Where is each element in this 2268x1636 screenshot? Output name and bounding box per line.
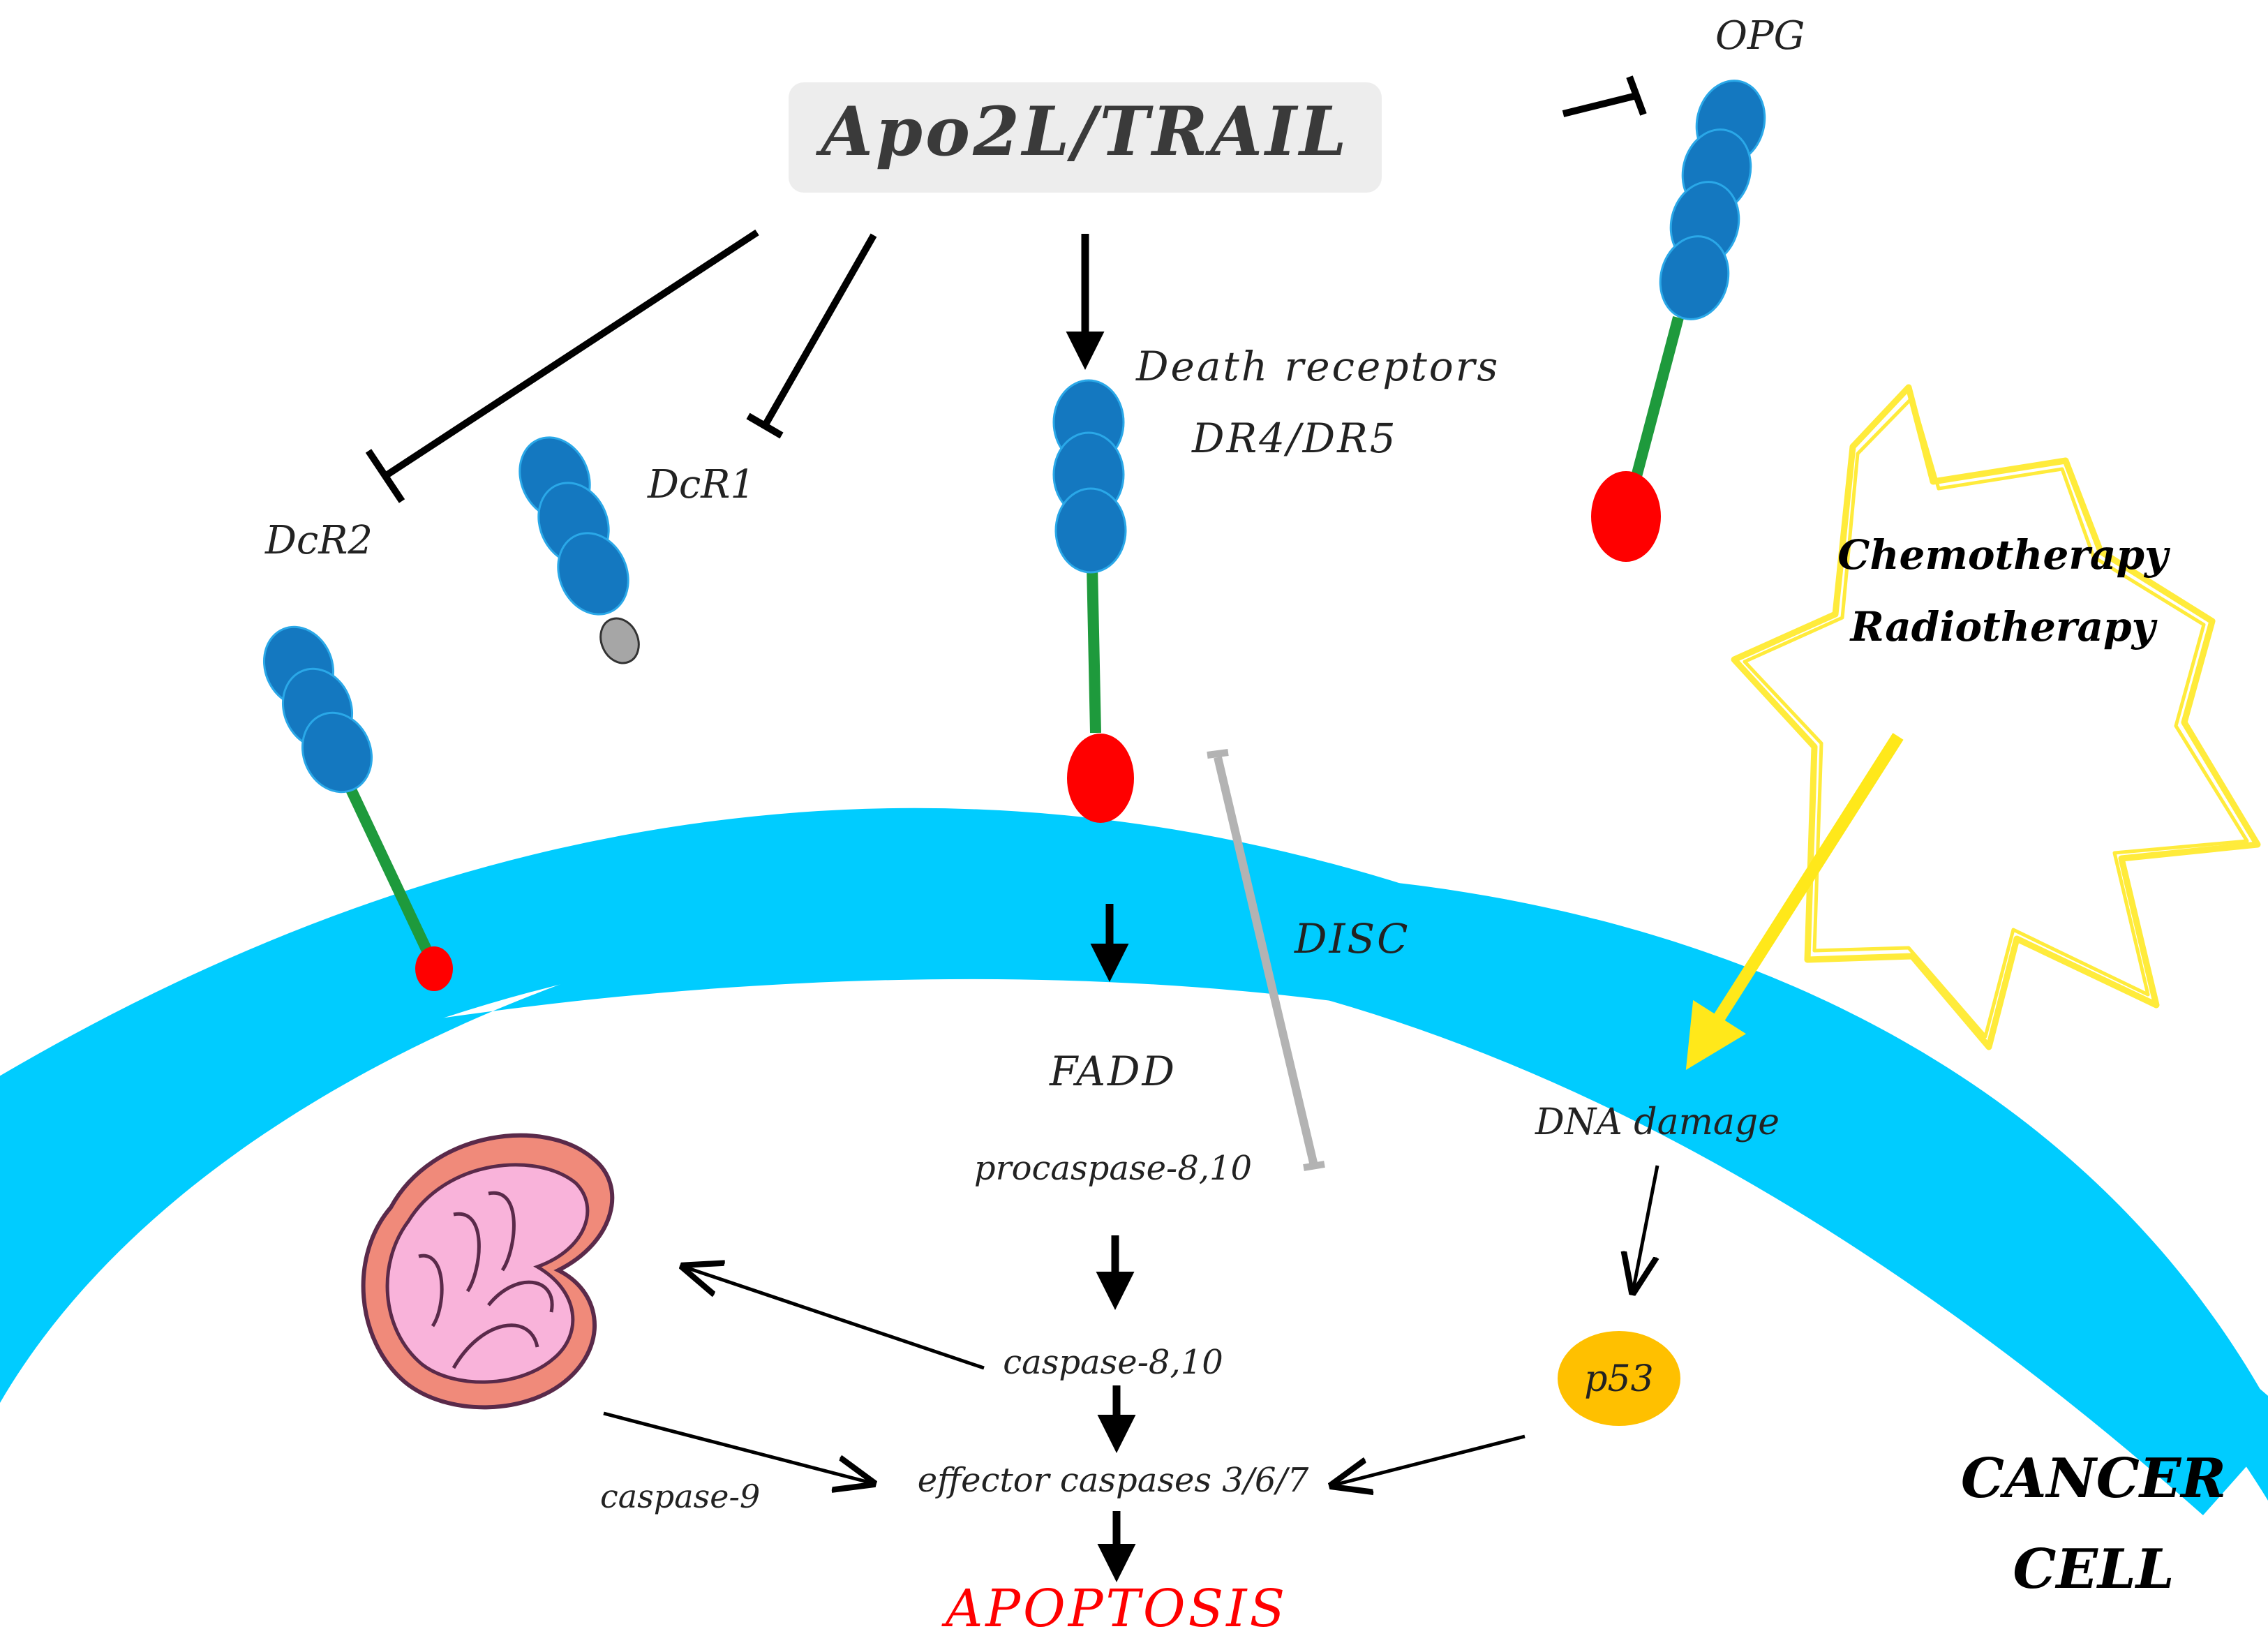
treatment-to-dna-damage-arrow [1685, 733, 1904, 1070]
dcr2-receptor [262, 625, 453, 991]
dcr1-receptor [518, 436, 640, 664]
p53-circle [1558, 1331, 1680, 1426]
mitochondrion-inner-membrane [385, 1163, 590, 1384]
treatment-chemotherapy-label: Chemotherapy [1837, 531, 2171, 579]
fadd-label: FADD [1049, 1048, 1177, 1095]
opg-domain [1659, 235, 1730, 320]
ligand-label: Apo2L/TRAIL [815, 92, 1349, 171]
inhibition-to-dcr1 [746, 233, 877, 439]
apoptosis-label: APOPTOSIS [941, 1579, 1288, 1636]
death-receptor [1052, 379, 1134, 823]
opg-receptor [1591, 80, 1766, 562]
procaspase-label: procaspase-8,10 [974, 1149, 1252, 1188]
dcr2-stalk [343, 782, 437, 962]
arrow-caspase8-to-mitochondrion [684, 1267, 985, 1370]
dcr2-label: DcR2 [264, 518, 373, 563]
disc-label: DISC [1294, 915, 1410, 962]
p53-node: p53 [1558, 1331, 1680, 1426]
cancer-cell-label-line1: CANCER [1961, 1447, 2226, 1510]
opg-stalk [1629, 315, 1684, 484]
arrow-dna-damage-to-p53 [1633, 1165, 1659, 1291]
dr4-dr5-label: DR4/DR5 [1191, 415, 1398, 462]
arrow-caspase9-to-effector [603, 1411, 872, 1483]
p53-label: p53 [1584, 1358, 1653, 1400]
opg-label: OPG [1715, 13, 1805, 59]
dcr1-gpi-anchor [599, 617, 640, 664]
cell-membrane-band [0, 808, 2268, 1516]
opg-death-domain [1591, 471, 1661, 562]
effector-caspases-label: effector caspases 3/6/7 [918, 1461, 1309, 1500]
death-receptor-death-domain [1067, 734, 1134, 823]
inhibition-to-opg [1562, 75, 1647, 117]
death-receptor-stalk [1087, 565, 1101, 734]
ligand-box: Apo2L/TRAIL [789, 82, 1382, 193]
treatment-burst-sketch-stroke [1743, 396, 2249, 1039]
disc-arrow [1207, 749, 1325, 1171]
dcr2-death-domain [415, 946, 453, 991]
dna-damage-label: DNA damage [1535, 1101, 1780, 1143]
arrow-p53-to-effector [1333, 1434, 1525, 1485]
mitochondrion-cristae [418, 1191, 554, 1369]
inhibition-to-dcr2 [365, 229, 759, 503]
caspase-8-10-label: caspase-8,10 [1003, 1343, 1223, 1382]
caspase-9-label: caspase-9 [600, 1478, 760, 1515]
treatment-burst: Chemotherapy Radiotherapy [1731, 384, 2261, 1050]
cancer-cell-label-line2: CELL [2013, 1538, 2174, 1601]
treatment-burst-outline [1731, 384, 2261, 1050]
death-receptors-label: Death receptors [1135, 343, 1500, 390]
mitochondrion-icon [361, 1133, 615, 1410]
dcr1-label: DcR1 [647, 462, 755, 507]
ligand-box-background [789, 82, 1382, 193]
dcr2-domain [301, 711, 373, 794]
dcr1-domain [557, 532, 629, 616]
treatment-radiotherapy-label: Radiotherapy [1849, 603, 2158, 650]
death-receptor-domain [1054, 487, 1127, 574]
